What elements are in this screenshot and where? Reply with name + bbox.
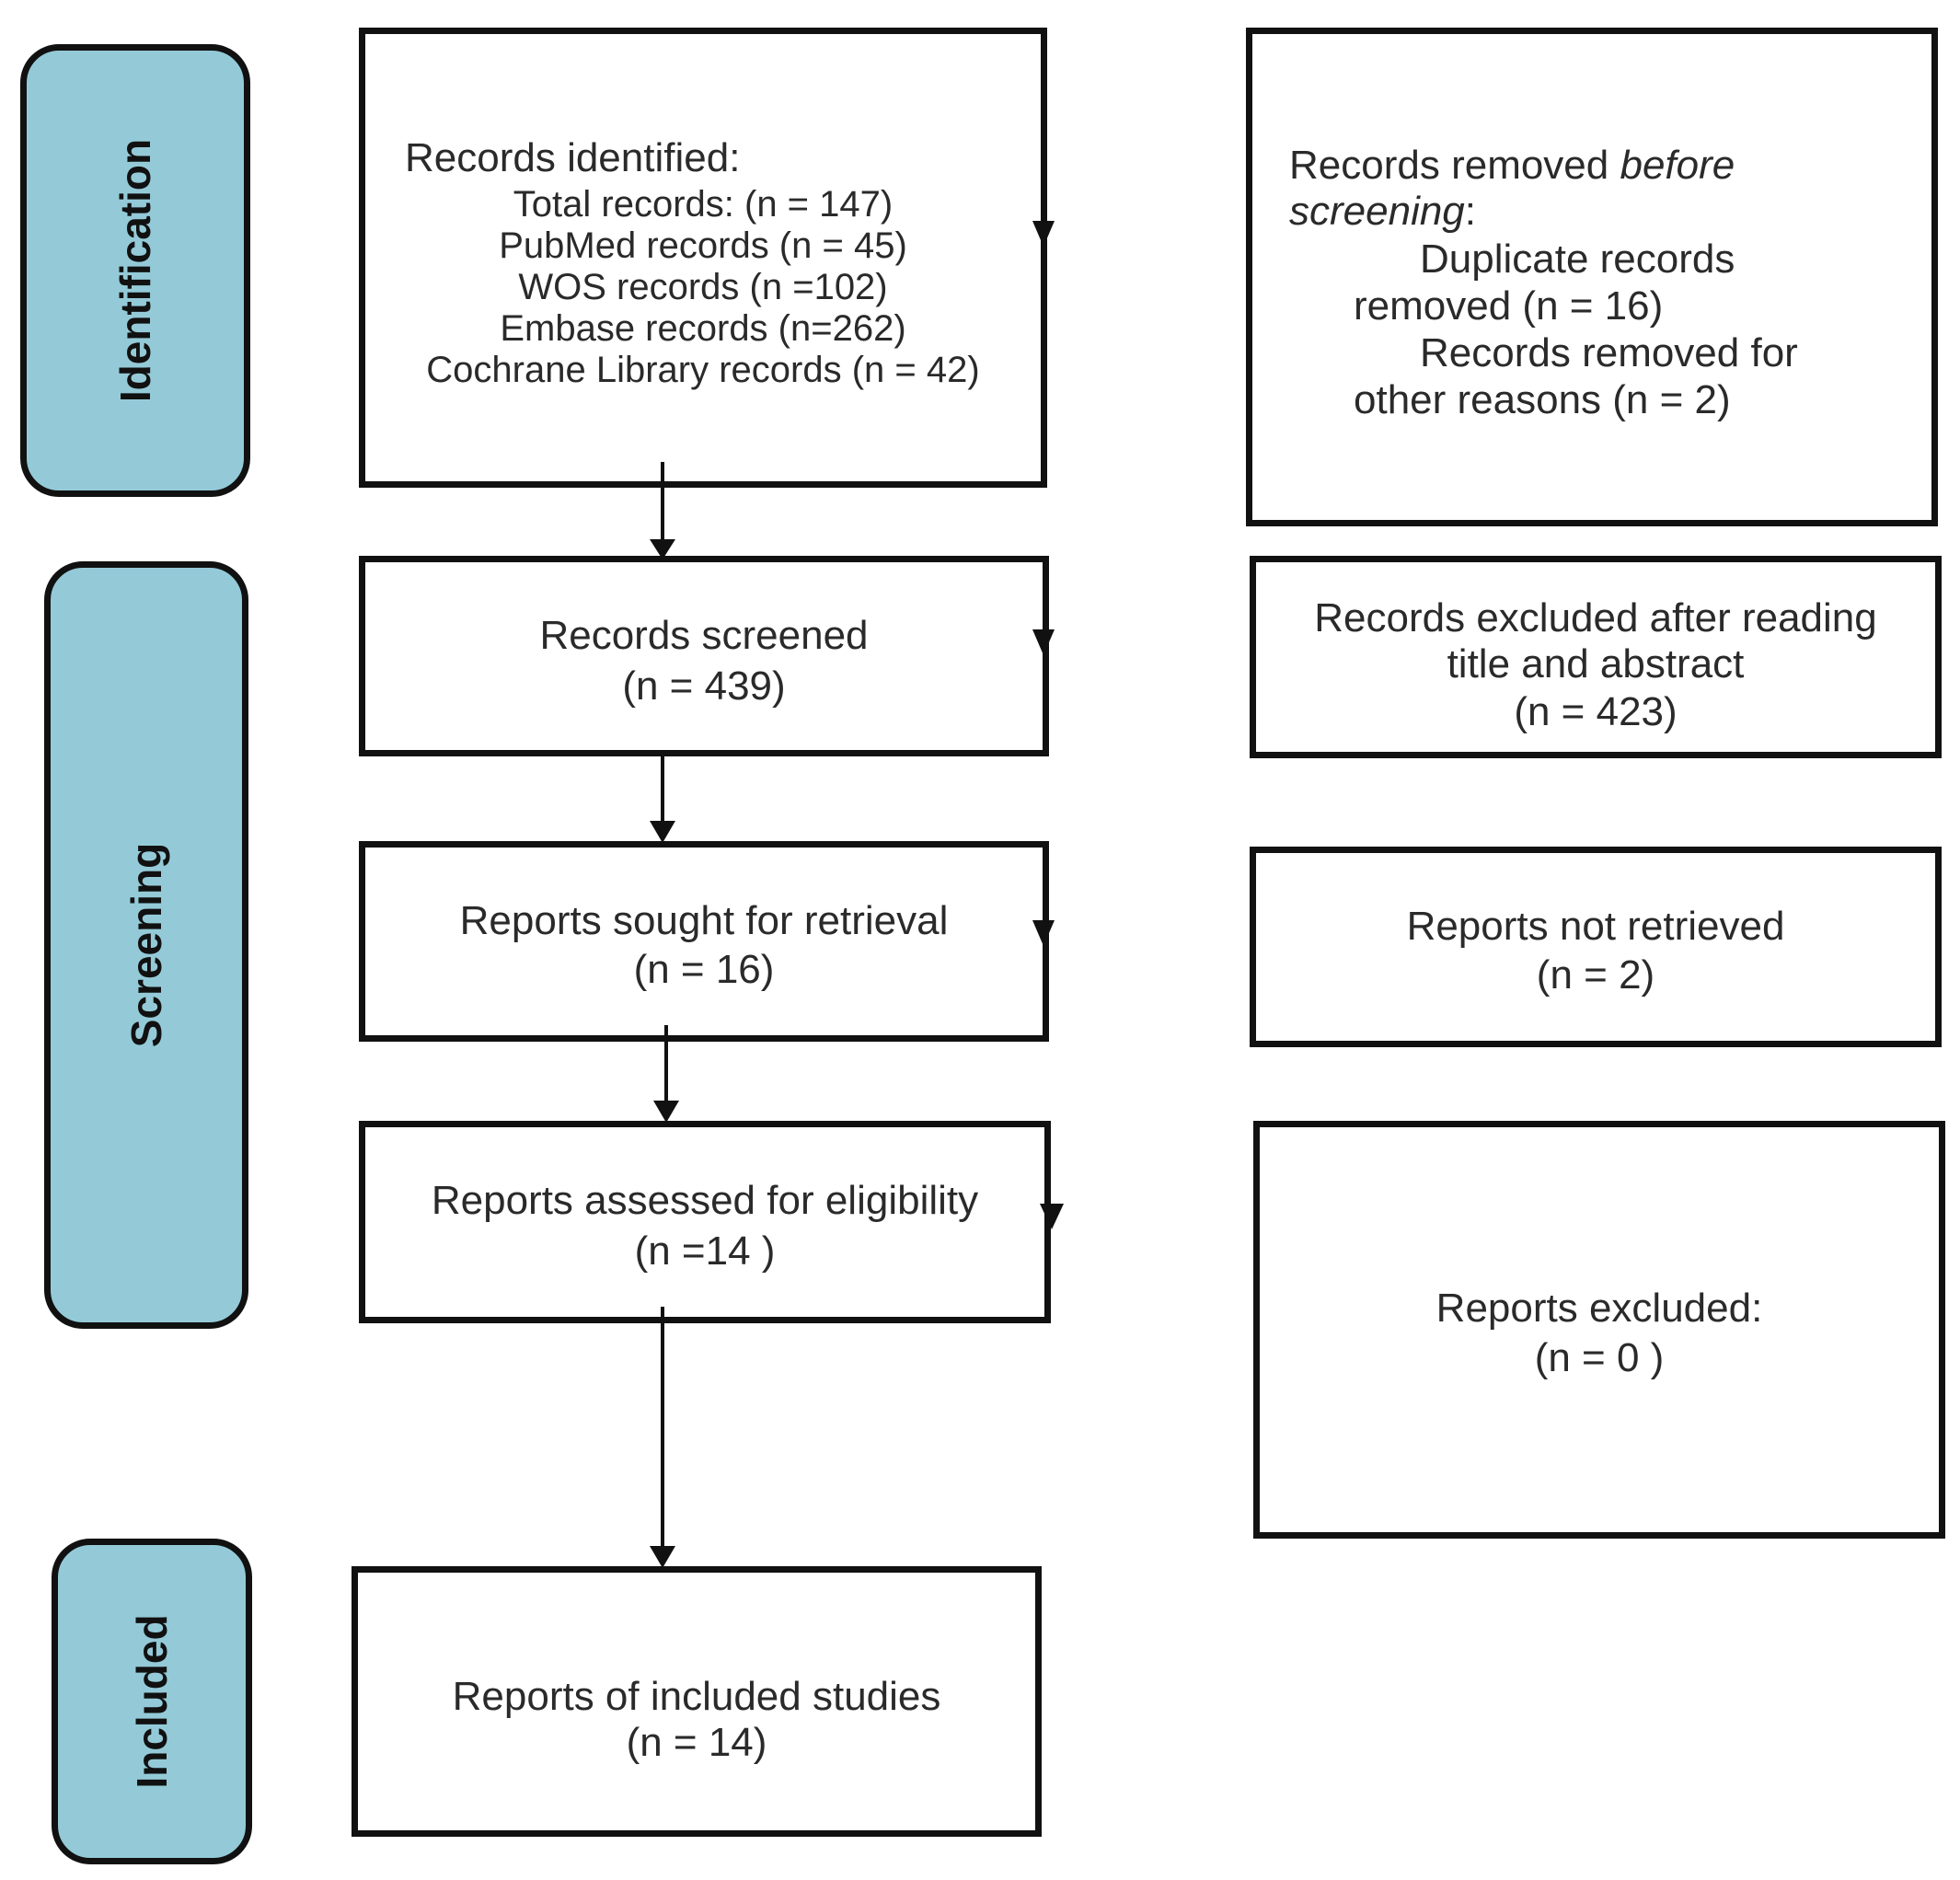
records-excluded-line1: Records excluded after reading [1314, 595, 1877, 640]
records-screened-box: Records screened (n = 439) [359, 556, 1049, 756]
included-studies-count: (n = 14) [626, 1720, 767, 1765]
side-arrow-sought [1032, 920, 1055, 946]
reports-assessed-count: (n =14 ) [634, 1228, 776, 1274]
arrowhead-assessed-to-included [650, 1546, 675, 1568]
duplicate-records-line2: removed (n = 16) [1354, 283, 1664, 329]
records-excluded-count: (n = 423) [1514, 689, 1678, 734]
reports-excluded-label: Reports excluded: [1435, 1286, 1763, 1331]
records-identified-heading: Records identified: [405, 135, 741, 180]
phase-identification: Identification [20, 44, 250, 497]
included-studies-label: Reports of included studies [452, 1674, 941, 1719]
phase-included: Included [52, 1539, 252, 1864]
cochrane-records: Cochrane Library records (n = 42) [426, 350, 980, 390]
reports-excluded-count: (n = 0 ) [1534, 1335, 1665, 1380]
records-excluded-box: Records excluded after reading title and… [1250, 556, 1942, 758]
reports-sought-label: Reports sought for retrieval [459, 898, 949, 943]
pubmed-records: PubMed records (n = 45) [499, 225, 907, 266]
arrowhead-identified-to-screened [650, 539, 675, 559]
reports-not-retrieved-box: Reports not retrieved (n = 2) [1250, 847, 1942, 1047]
records-identified-box: Records identified: Total records: (n = … [359, 28, 1047, 488]
duplicate-records-line1: Duplicate records [1420, 236, 1735, 282]
reports-sought-box: Reports sought for retrieval (n = 16) [359, 841, 1049, 1042]
total-records: Total records: (n = 147) [513, 184, 894, 225]
reports-assessed-label: Reports assessed for eligibility [431, 1178, 979, 1223]
wos-records: WOS records (n =102) [518, 267, 888, 307]
records-removed-heading: Records removed before [1289, 143, 1735, 188]
other-reasons-line1: Records removed for [1420, 330, 1798, 375]
included-studies-box: Reports of included studies (n = 14) [352, 1566, 1042, 1837]
arrowhead-screened-to-sought [650, 821, 675, 843]
reports-assessed-box: Reports assessed for eligibility (n =14 … [359, 1121, 1051, 1323]
reports-excluded-box: Reports excluded: (n = 0 ) [1253, 1121, 1945, 1539]
records-screened-count: (n = 439) [622, 663, 786, 709]
arrowhead-sought-to-assessed [653, 1101, 679, 1123]
side-arrow-screened [1032, 629, 1055, 655]
records-screened-label: Records screened [539, 613, 869, 658]
records-removed-box: Records removed before screening: Duplic… [1246, 28, 1938, 526]
records-removed-heading-2: screening: [1289, 189, 1477, 234]
other-reasons-line2: other reasons (n = 2) [1354, 377, 1731, 422]
phase-screening: Screening [44, 561, 248, 1329]
side-arrow-assessed [1040, 1204, 1064, 1229]
side-arrow-identified [1032, 221, 1055, 247]
reports-sought-count: (n = 16) [633, 947, 775, 992]
reports-not-retrieved-count: (n = 2) [1536, 952, 1655, 998]
records-excluded-line2: title and abstract [1447, 641, 1745, 686]
embase-records: Embase records (n=262) [500, 308, 906, 349]
reports-not-retrieved-label: Reports not retrieved [1406, 904, 1785, 949]
